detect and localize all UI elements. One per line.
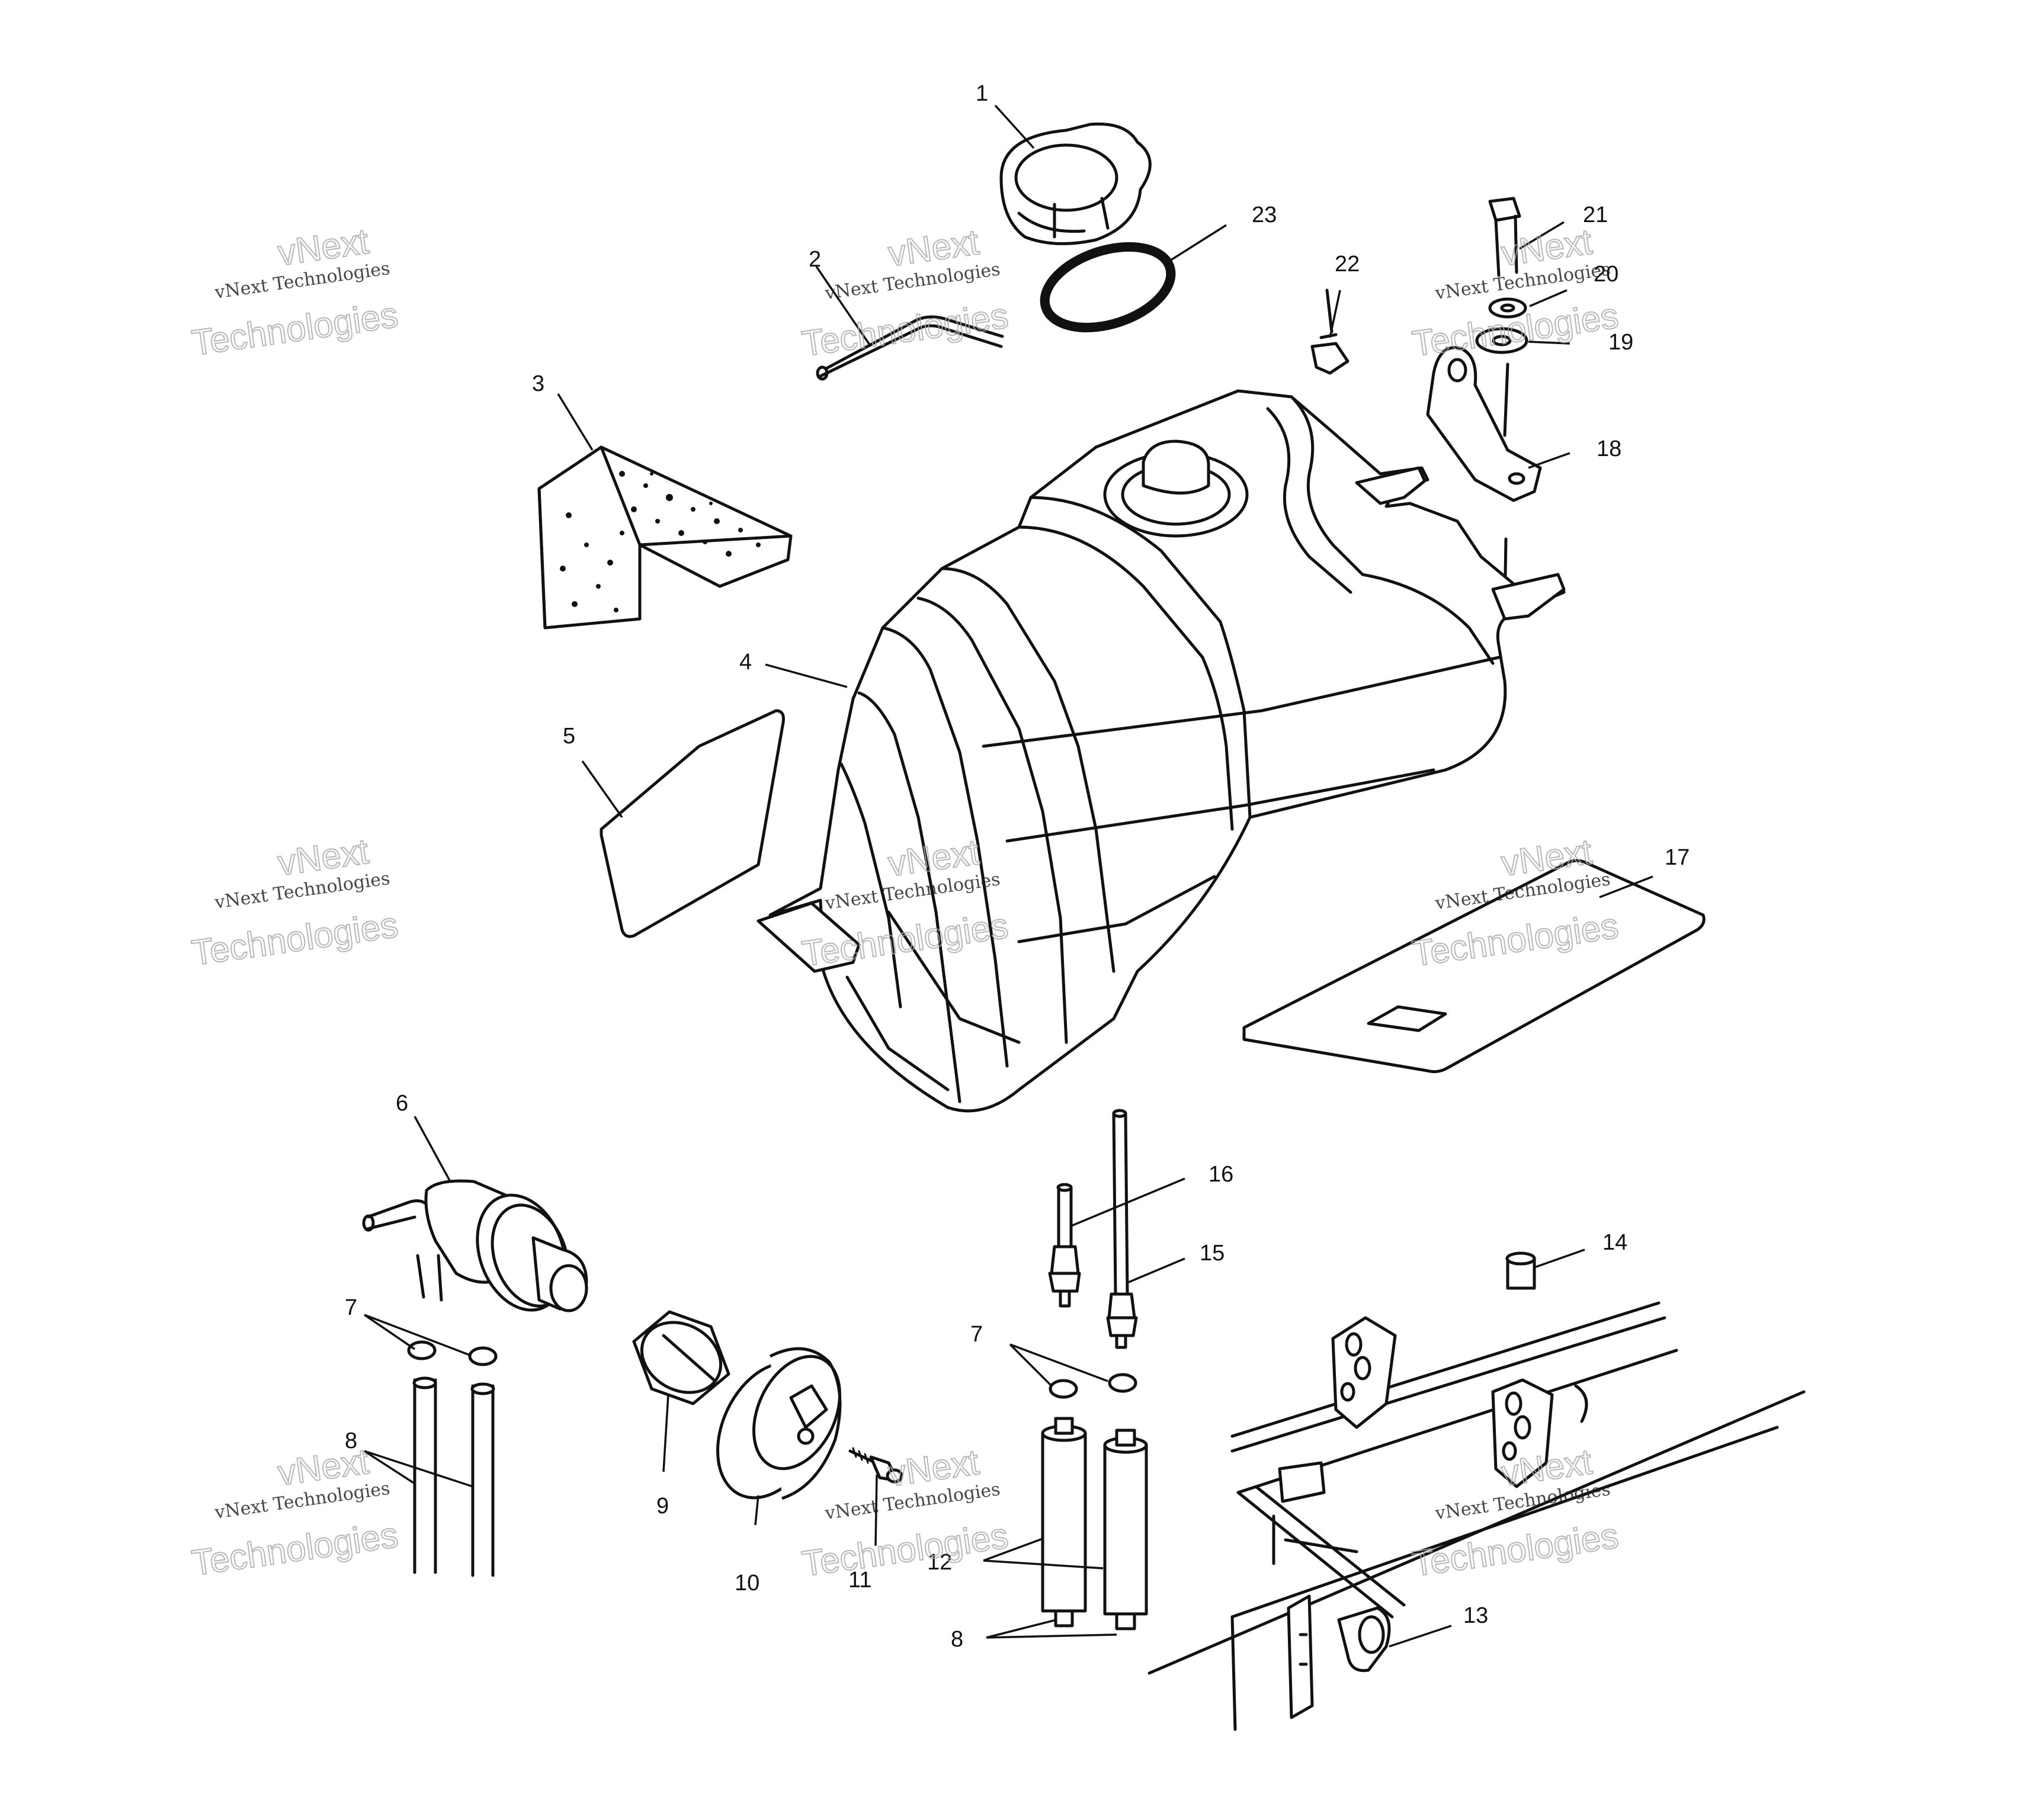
part-13-clip (1337, 1606, 1391, 1673)
leader-lines (364, 104, 1653, 1648)
frame (1147, 1301, 1806, 1731)
part-3-heat-shield (537, 445, 793, 630)
callout-14: 14 (1602, 1230, 1627, 1255)
callout-7-center: 7 (970, 1322, 983, 1347)
part-16-pickup-tube (1048, 1183, 1081, 1308)
svg-text:Technologies: Technologies (800, 1516, 1011, 1584)
callout-3: 3 (532, 371, 544, 396)
part-19-washer (1475, 327, 1528, 354)
part-17-tank-pad (1242, 859, 1706, 1073)
part-4-fuel-tank (757, 389, 1566, 1113)
part-15-pickup-tube (1106, 1109, 1138, 1349)
svg-text:Technologies: Technologies (190, 905, 400, 973)
svg-text:Technologies: Technologies (1410, 1516, 1621, 1584)
watermark: vNext vNext Technologies Technologies (799, 222, 1011, 364)
callout-18: 18 (1597, 436, 1621, 461)
callout-11: 11 (848, 1568, 871, 1593)
part-11-screw (848, 1447, 903, 1484)
watermark: vNext vNext Technologies Technologies (189, 1440, 401, 1583)
callout-8-center: 8 (951, 1627, 963, 1652)
part-8-hoses-left (412, 1376, 495, 1577)
callout-12: 12 (927, 1550, 952, 1575)
callout-4: 4 (739, 650, 752, 675)
part-9-nut (632, 1310, 730, 1405)
part-23-o-ring (1040, 242, 1176, 333)
svg-text:Technologies: Technologies (800, 296, 1011, 364)
part-7-clamps-left (407, 1340, 498, 1366)
watermarks: vNext vNext Technologies Technologies vN… (189, 220, 1621, 1584)
part-12-hoses (1041, 1417, 1148, 1630)
callout-numbers: 1 2 3 4 5 6 7 8 9 10 11 12 7 8 13 14 15 … (345, 81, 1690, 1652)
part-1-fuel-cap (999, 122, 1152, 245)
callout-20: 20 (1594, 262, 1618, 287)
svg-text:Technologies: Technologies (190, 1515, 400, 1583)
callout-2: 2 (809, 247, 821, 272)
callout-23: 23 (1252, 203, 1277, 227)
part-22-vent-fitting (1310, 288, 1350, 375)
callout-6: 6 (396, 1091, 408, 1116)
callout-22: 22 (1335, 252, 1360, 277)
callout-1: 1 (976, 81, 988, 106)
part-5-pad (600, 709, 785, 938)
callout-15: 15 (1200, 1241, 1225, 1266)
watermark: vNext vNext Technologies Technologies (189, 220, 401, 363)
callout-9: 9 (656, 1494, 669, 1519)
svg-text:Technologies: Technologies (190, 295, 400, 363)
callout-19: 19 (1608, 330, 1633, 355)
callout-5: 5 (563, 724, 575, 749)
watermark: vNext vNext Technologies Technologies (1409, 221, 1621, 364)
part-7-clamps-center (1049, 1373, 1137, 1399)
part-6-fuel-filter (362, 1179, 588, 1312)
callout-7-left: 7 (345, 1295, 357, 1320)
part-2-vent-tube (816, 315, 1004, 381)
callout-10: 10 (735, 1571, 759, 1596)
callout-21: 21 (1583, 203, 1608, 227)
part-10-gauge-sender (716, 1347, 842, 1500)
callout-16: 16 (1209, 1162, 1233, 1187)
callout-17: 17 (1665, 845, 1690, 870)
callout-13: 13 (1463, 1603, 1488, 1628)
callout-8-left: 8 (345, 1429, 357, 1453)
watermark: vNext vNext Technologies Technologies (1409, 1441, 1621, 1584)
part-20-washer (1488, 297, 1527, 319)
part-14-spacer (1505, 1251, 1536, 1290)
watermark: vNext vNext Technologies Technologies (189, 830, 401, 973)
heat-shield-texture (560, 471, 761, 612)
part-21-bolt (1488, 197, 1521, 277)
